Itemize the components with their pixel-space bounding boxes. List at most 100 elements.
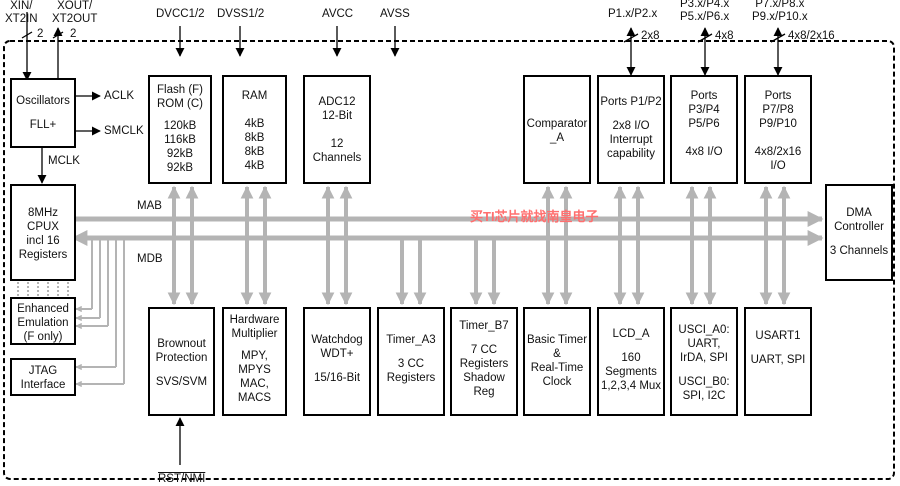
usart-line xyxy=(746,343,810,353)
dvss-label: DVSS1/2 xyxy=(217,8,265,20)
rst-nmi-label: RST/NMI xyxy=(158,473,206,485)
basic-timer-line: & xyxy=(553,348,561,360)
signal-lines xyxy=(21,12,786,465)
multiplier-line xyxy=(224,341,285,349)
flash-line xyxy=(150,111,210,119)
brownout-line: SVS/SVM xyxy=(155,376,208,388)
timer-b7-line xyxy=(452,333,516,343)
ports36-line: P3/P4 xyxy=(688,104,720,116)
jtag-line: Interface xyxy=(20,379,66,391)
ports12-line: Ports P1/P2 xyxy=(600,96,662,108)
flash-line: 92kB xyxy=(166,162,194,174)
watchdog-line xyxy=(305,361,369,371)
oscillators-line: FLL+ xyxy=(29,119,57,131)
avss-label: AVSS xyxy=(380,8,410,20)
port56-text: P5.x/P6.x xyxy=(680,11,730,23)
watchdog-line: 15/16-Bit xyxy=(313,372,361,384)
dma-line: Controller xyxy=(834,221,884,233)
flash-line: 120kB xyxy=(163,120,197,132)
ram-line: 4kB xyxy=(244,160,265,172)
comparator-line: _A xyxy=(549,132,565,144)
port710-label: P7.x/P8.x P9.x/P10.x xyxy=(752,0,808,24)
timer-b7-line: 7 CC xyxy=(470,344,498,356)
ports710-line: P7/P8 xyxy=(762,104,794,116)
bus-drops xyxy=(167,185,791,306)
chip-boundary xyxy=(3,40,895,480)
basic-timer-line: Clock xyxy=(542,376,572,388)
port12-label: P1.x/P2.x xyxy=(608,8,658,20)
aclk-label: ACLK xyxy=(104,90,135,102)
port910-text: P9.x/P10.x xyxy=(752,11,808,23)
dma-controller-block: DMA Controller 3 Channels xyxy=(825,184,893,281)
dvcc-label: DVCC1/2 xyxy=(156,8,205,20)
lcd-line: Segments xyxy=(605,366,657,378)
usci-line: UART, xyxy=(687,338,721,350)
watchdog-line: WDT+ xyxy=(320,348,354,360)
adc-line: ADC12 xyxy=(318,96,356,108)
usci-line: SPI, I2C xyxy=(682,390,726,402)
port710-width-label: 4x8/2x16 xyxy=(788,30,835,42)
brownout-line: Protection xyxy=(155,352,208,364)
usci-line: IrDA, SPI xyxy=(680,352,728,364)
multiplier-line: MPY, xyxy=(241,350,268,362)
xout-label: XOUT/ XT2OUT xyxy=(52,0,97,26)
mclk-label: MCLK xyxy=(48,155,80,167)
usart-line: USART1 xyxy=(755,330,801,342)
xt2in-text: XT2IN xyxy=(5,13,38,25)
emulation-line: (F only) xyxy=(23,331,63,343)
adc-line: 12-Bit xyxy=(321,110,353,122)
ram-line xyxy=(224,103,285,117)
usci-line: USCI_A0: xyxy=(678,324,730,336)
ports36-line: 4x8 I/O xyxy=(685,146,723,158)
ports710-line: Ports xyxy=(764,90,792,102)
mab-label: MAB xyxy=(137,200,162,212)
timer-b7-line: Reg xyxy=(473,386,495,398)
debug-connectors xyxy=(17,238,125,388)
cpu-line: 8MHz xyxy=(27,207,59,219)
port36-label: P3.x/P4.x P5.x/P6.x xyxy=(680,0,729,24)
timer-b7-line: Registers xyxy=(459,358,509,370)
timer-a3-line: Registers xyxy=(386,372,436,384)
flash-line: Flash (F) xyxy=(157,84,203,96)
ports36-line xyxy=(672,131,736,145)
multiplier-line: Multiplier xyxy=(231,328,278,340)
ram-line: 8kB xyxy=(244,146,265,158)
dma-line: DMA xyxy=(846,207,872,219)
emulation-line: Emulation xyxy=(17,317,69,329)
flash-line: ROM (C) xyxy=(157,98,203,110)
avcc-label: AVCC xyxy=(322,8,354,20)
ram-line: 4kB xyxy=(244,118,265,130)
xt2out-text: XT2OUT xyxy=(52,13,98,25)
mdb-label: MDB xyxy=(137,253,163,265)
watchdog-line: Watchdog xyxy=(311,334,363,346)
dma-line: 3 Channels xyxy=(829,245,889,257)
ram-line: RAM xyxy=(241,90,268,102)
comparator-line: Comparator xyxy=(526,118,588,130)
timer-a3-line xyxy=(379,347,443,357)
xin-text: XIN/ xyxy=(10,0,33,12)
comparator-block: Comparator _A xyxy=(523,75,591,184)
adc-line xyxy=(305,123,369,137)
adc-line: Channels xyxy=(312,152,362,164)
basic-timer-line: Basic Timer xyxy=(526,334,588,346)
ports12-line: capability xyxy=(607,148,655,160)
brownout-line: Brownout xyxy=(157,338,206,350)
lcd-line: 160 xyxy=(621,352,641,364)
port34-text: P3.x/P4.x xyxy=(680,0,730,10)
xout-width-label: 2 xyxy=(70,28,77,40)
cpu-line: incl 16 xyxy=(26,235,60,247)
ports12-line xyxy=(599,109,663,119)
usci-line: USCI_B0: xyxy=(678,376,730,388)
ports710-line: P9/P10 xyxy=(759,118,797,130)
